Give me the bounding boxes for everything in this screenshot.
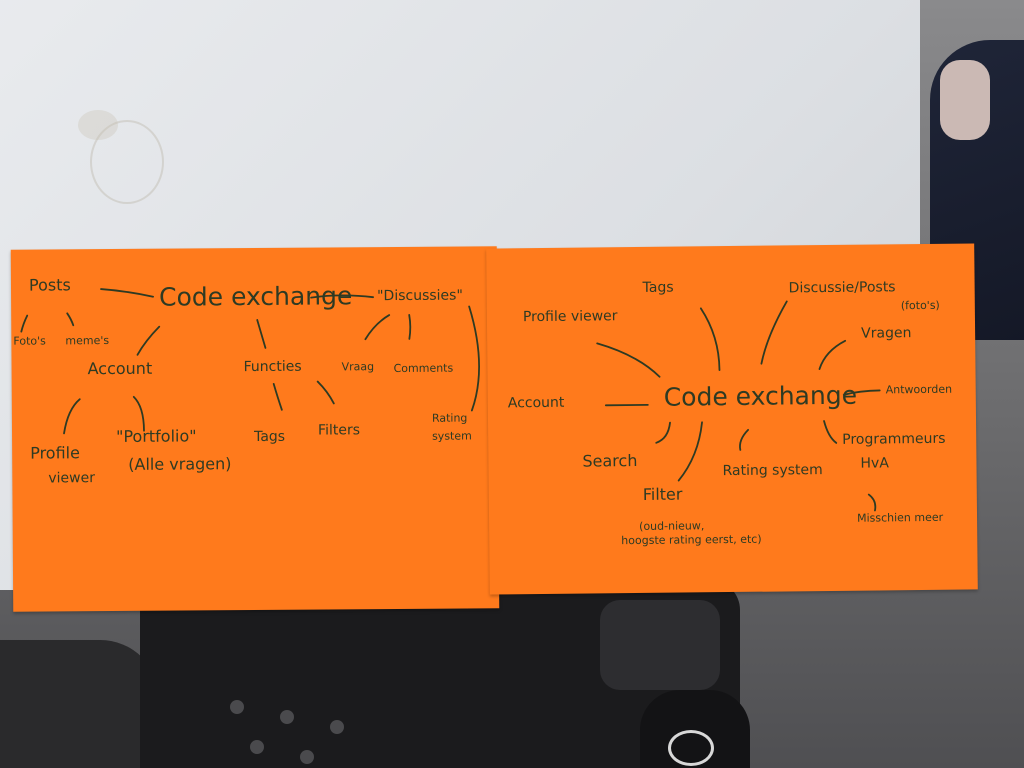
node-fotos: Foto's [13,334,46,348]
mindmap-sheet-right: Profile viewer Tags Discussie/Posts (fot… [486,243,978,595]
node-antwoorden: Antwoorden [885,382,953,397]
node-alle-vragen: (Alle vragen) [128,454,232,474]
node-misschien-meer: Misschien meer [856,510,944,525]
chair-armrest-right [600,600,720,690]
chair-hole [250,740,264,754]
chair-armrest-left [0,640,160,768]
node-rating-system: Rating system [722,462,823,480]
node-functies: Functies [243,358,302,376]
person-hand [940,60,990,140]
node-hva: HvA [860,455,889,472]
node-account: Account [507,394,565,412]
node-discussies: "Discussies" [377,287,463,305]
node-filter-detail-1: (oud-nieuw, [639,519,705,533]
node-center: Code exchange [158,281,353,312]
node-comments: Comments [393,361,454,376]
node-posts: Posts [28,275,71,295]
node-tags: Tags [254,428,286,446]
node-discussie-posts: Discussie/Posts [788,279,896,297]
node-search: Search [582,450,638,471]
mindmap-sheet-left: Posts Code exchange "Discussies" Foto's … [10,246,500,612]
node-system: system [432,429,472,443]
node-fotos: (foto's) [900,298,940,313]
node-profile-viewer: Profile viewer [522,308,618,326]
node-rating: Rating [431,411,468,425]
chair-hole [230,700,244,714]
chair-hole [330,720,344,734]
chair-hole [300,750,314,764]
node-programmeurs: Programmeurs [842,430,946,448]
node-filter: Filter [642,484,683,504]
coffee-stain-small [78,110,118,140]
node-memes: meme's [65,334,110,348]
connector-lines-right [596,300,881,512]
node-profile: Profile [30,443,80,463]
coffee-stain [90,120,164,204]
node-tags: Tags [642,279,674,296]
connector-lines-left [20,288,480,435]
node-center: Code exchange [663,380,858,412]
node-vraag: Vraag [341,360,375,374]
node-portfolio: "Portfolio" [115,426,197,446]
chair-hole [280,710,294,724]
node-filters: Filters [317,422,361,439]
shoe-lace [668,730,714,766]
node-vragen: Vragen [861,325,912,342]
node-viewer: viewer [48,470,96,487]
node-filter-detail-2: hoogste rating eerst, etc) [621,532,762,548]
node-account: Account [87,358,153,379]
